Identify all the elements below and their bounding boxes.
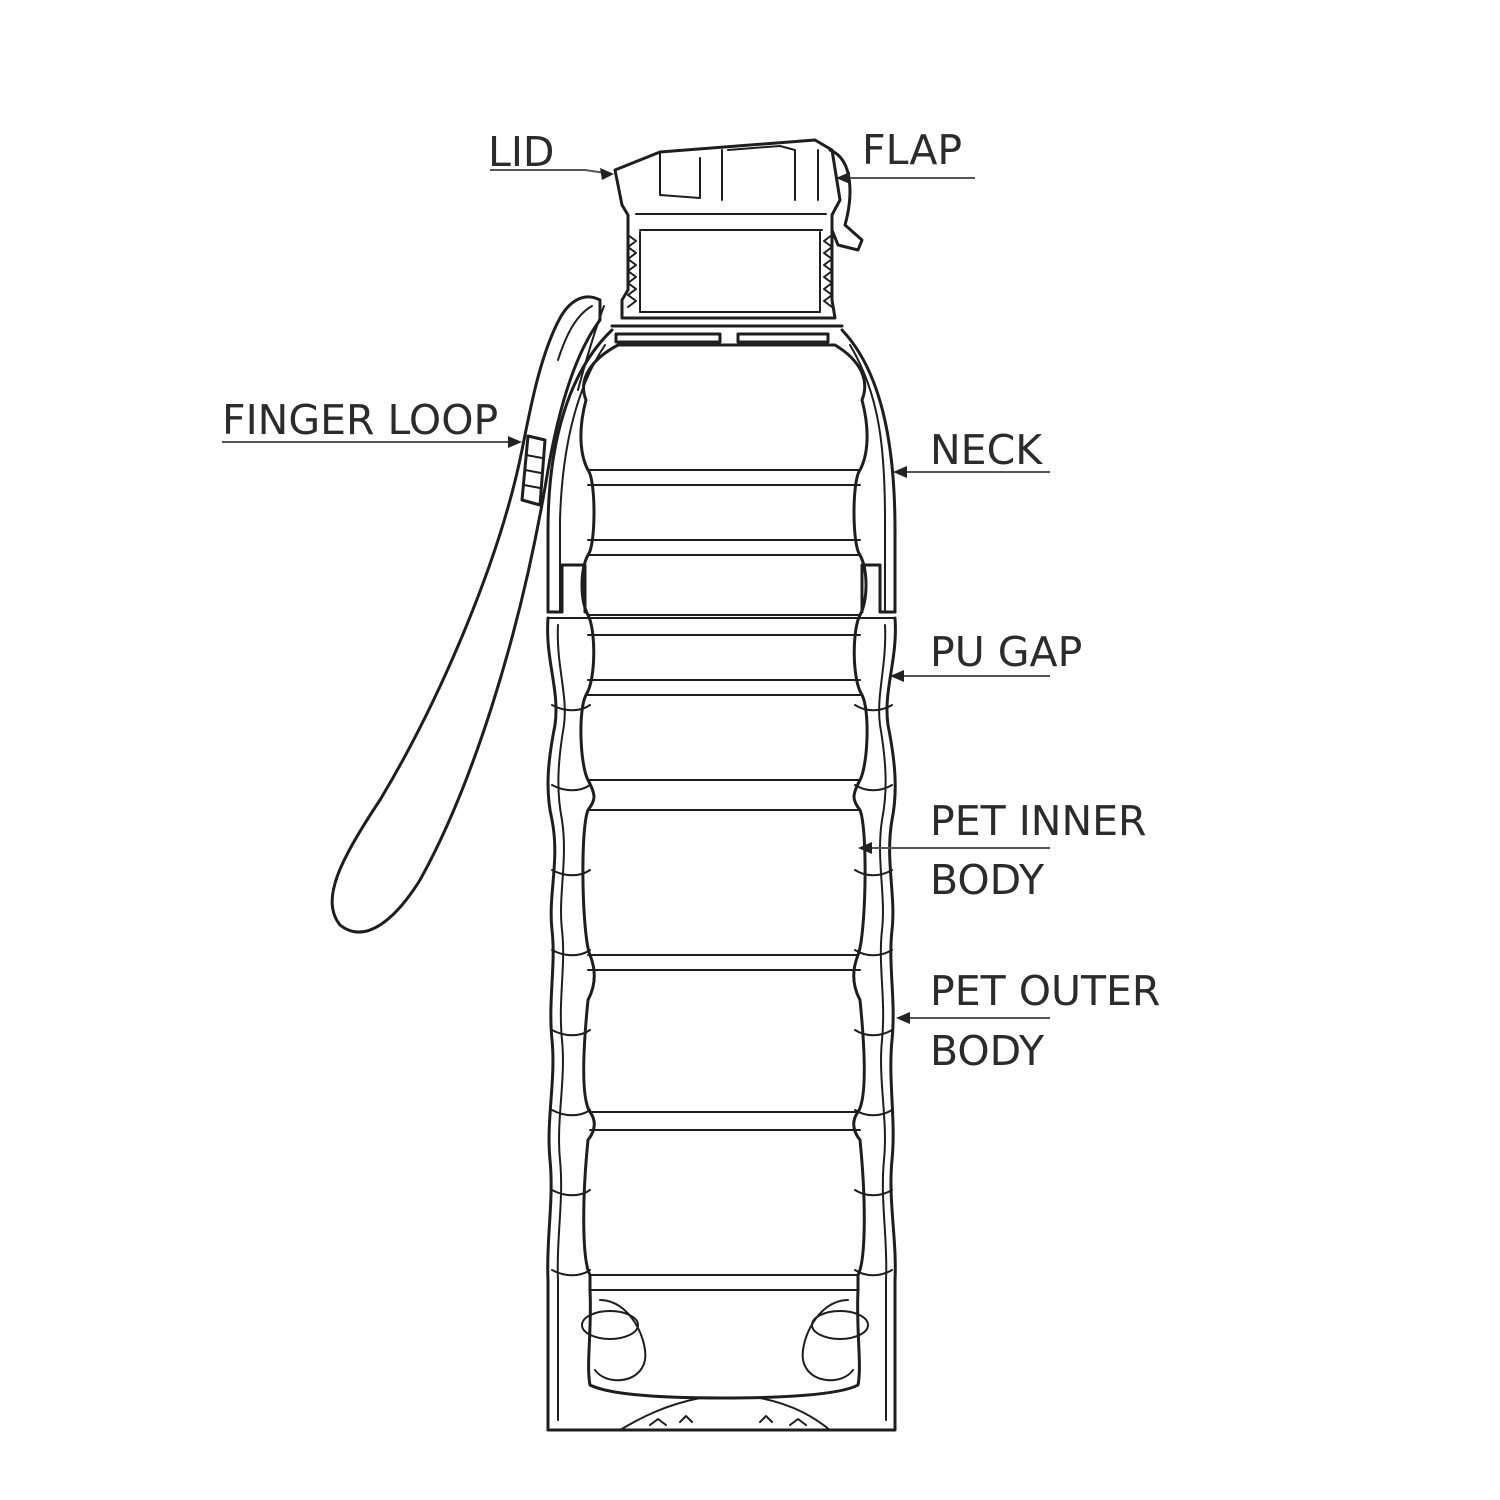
label-pu-gap: PU GAP <box>930 628 1083 676</box>
label-flap: FLAP <box>862 126 963 174</box>
finger-loop-drawing <box>330 295 605 934</box>
inner-body-rings <box>585 469 863 1291</box>
label-finger-loop: FINGER LOOP <box>222 396 499 444</box>
leader-lines <box>222 168 1050 1024</box>
inner-body-drawing <box>579 343 869 1400</box>
outer-body-drawing <box>546 328 897 1432</box>
lid-drawing <box>610 138 864 344</box>
lid-knurling-left <box>627 231 641 313</box>
outer-body-ribs <box>551 704 893 1277</box>
label-pet-inner-body-line1: PET INNER <box>930 797 1147 845</box>
label-lid: LID <box>488 128 555 176</box>
lid-knurling-right <box>819 231 833 313</box>
label-neck: NECK <box>930 426 1043 474</box>
label-pet-outer-body-line1: PET OUTER <box>930 967 1161 1015</box>
label-pet-inner-body-line2: BODY <box>930 856 1045 904</box>
label-pet-outer-body-line2: BODY <box>930 1027 1045 1075</box>
